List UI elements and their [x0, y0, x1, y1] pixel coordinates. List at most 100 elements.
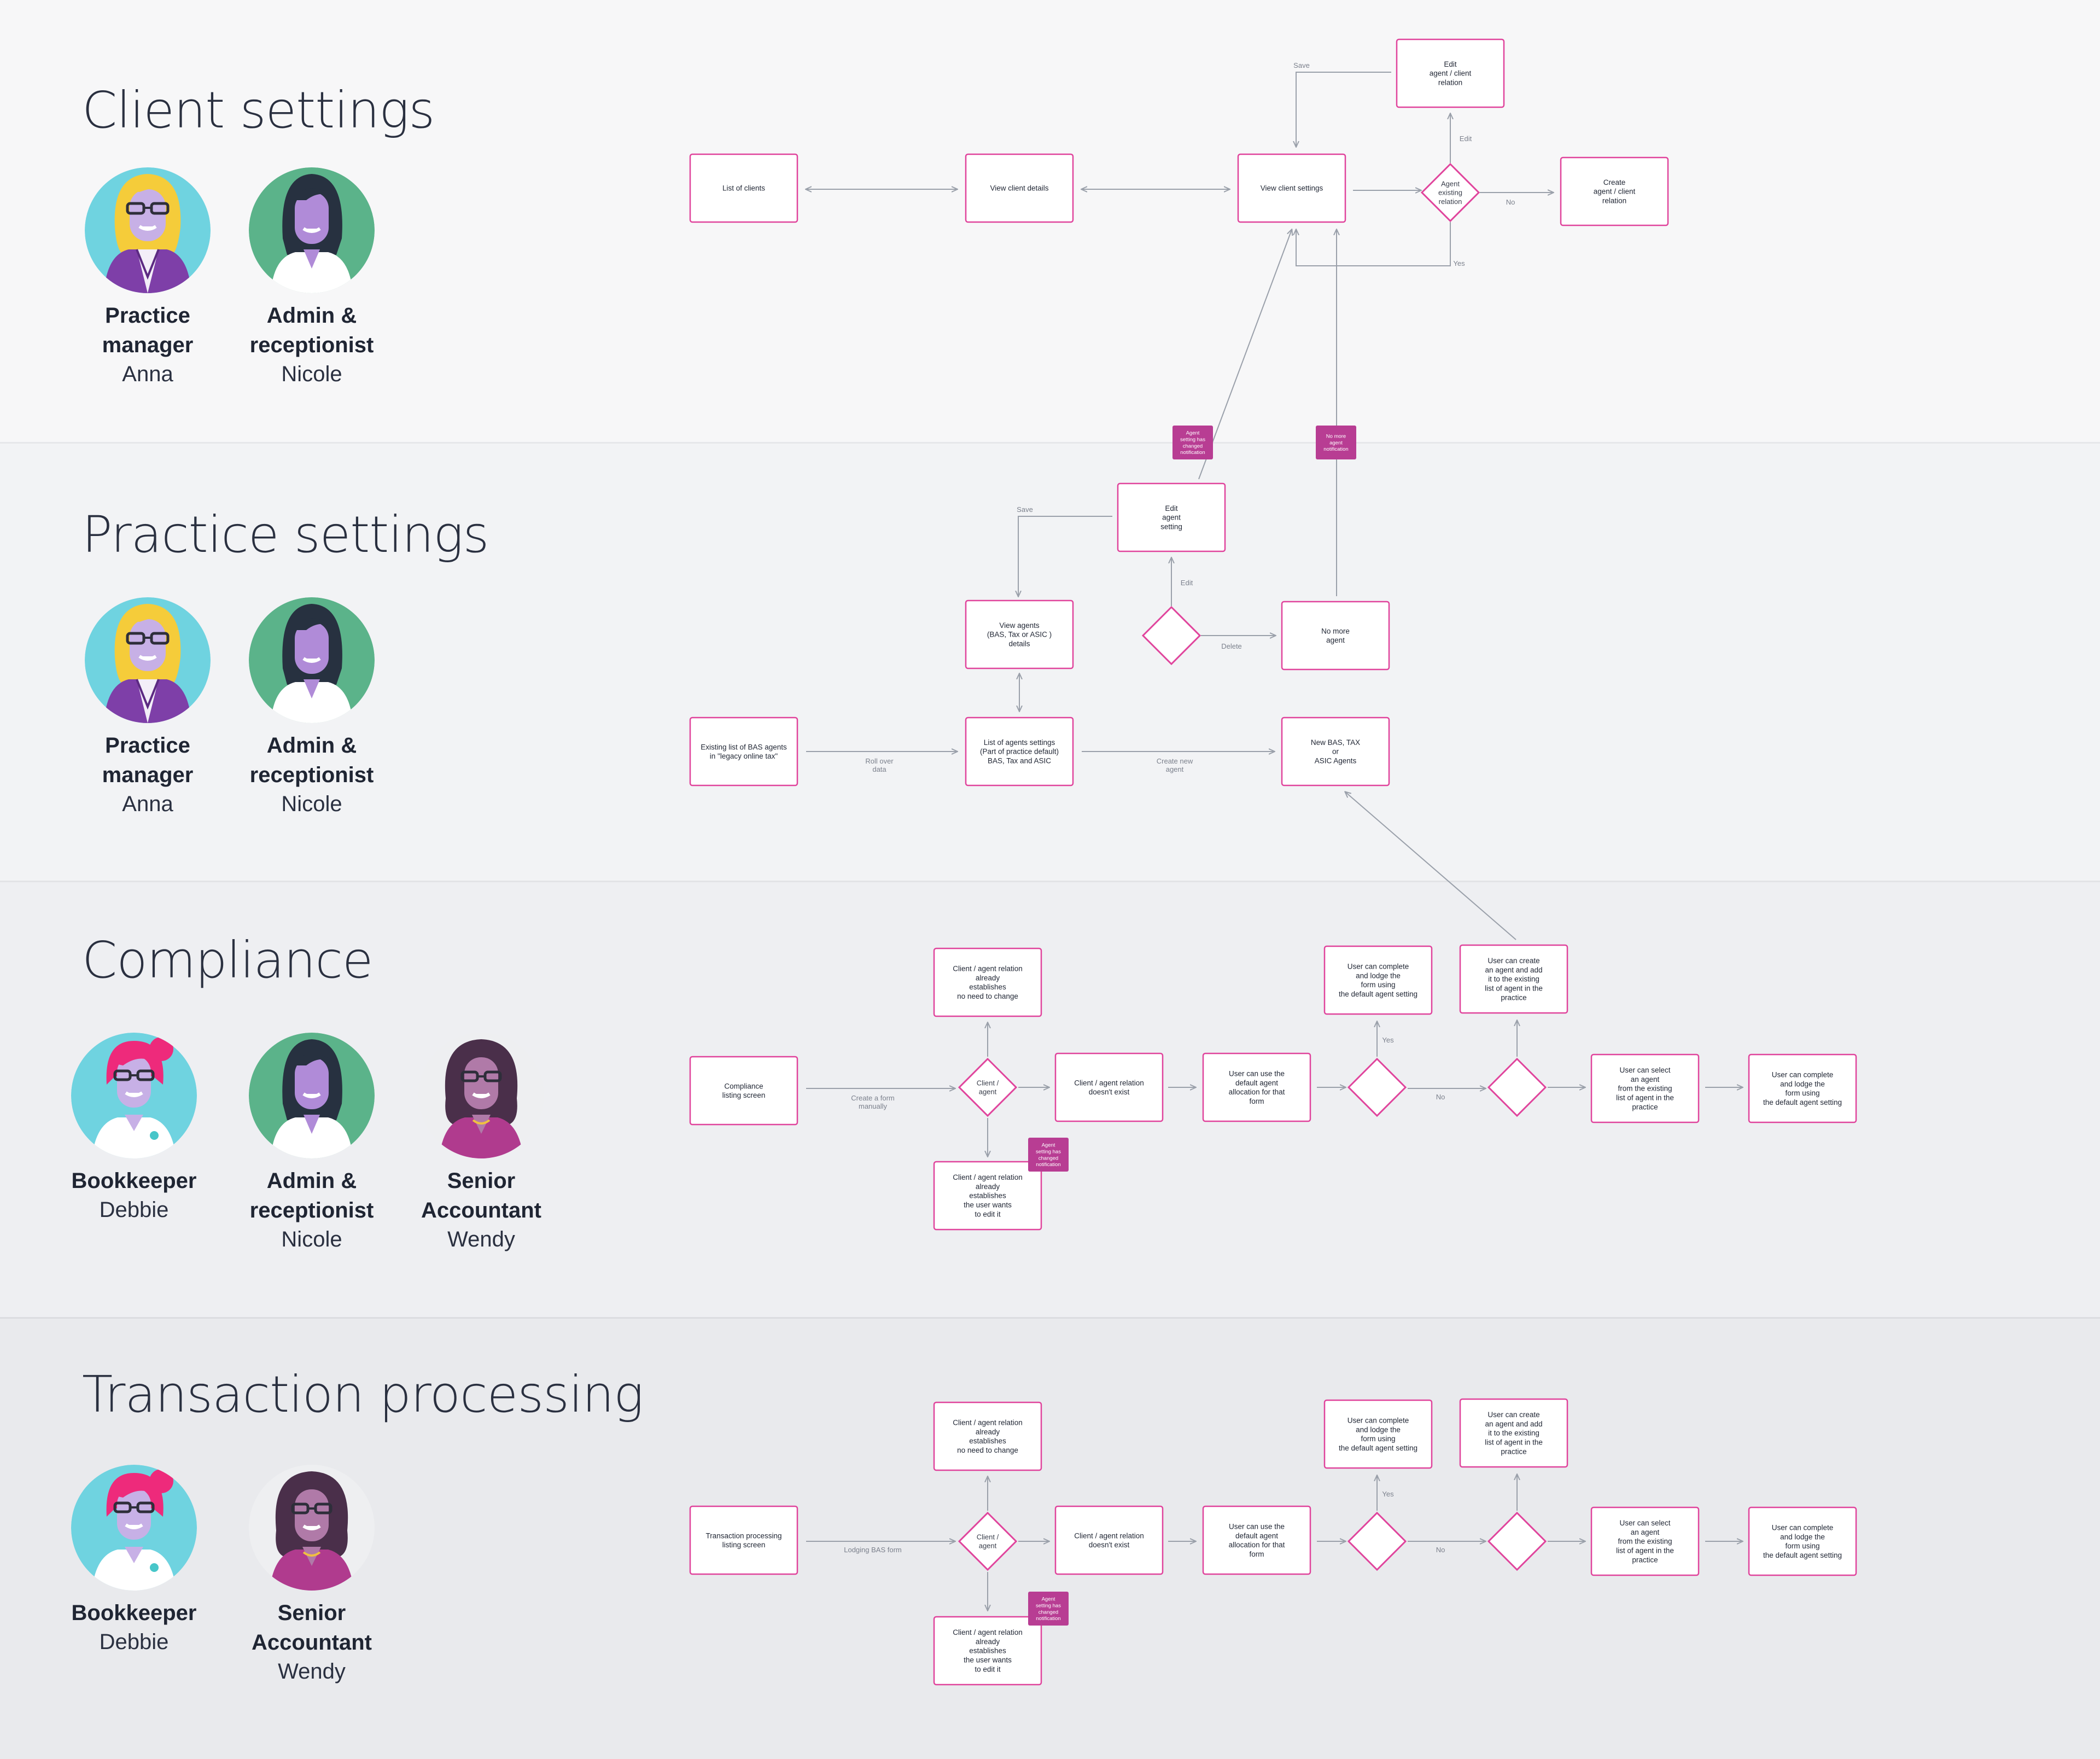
flow-node-label: No more: [1321, 627, 1350, 635]
flow-node-label: from the existing: [1618, 1085, 1672, 1093]
decision-node[interactable]: [1487, 1511, 1547, 1571]
arrow-label: Edit: [1181, 579, 1193, 587]
flow-node-label: already: [976, 974, 1000, 982]
decision-diamond: [1141, 605, 1201, 666]
notification-tag-label: notification: [1180, 450, 1205, 456]
flow-node-label: default agent: [1235, 1531, 1278, 1540]
arrow-label: Save: [1017, 505, 1033, 514]
notification-tag-label: notification: [1036, 1162, 1060, 1168]
arrow-label: No: [1436, 1546, 1445, 1554]
flow-node-label: the default agent setting: [1339, 1444, 1418, 1452]
decision-node[interactable]: Client /agent: [958, 1511, 1018, 1571]
flow-node-box: [1054, 1505, 1164, 1575]
flow-node-label: View client details: [990, 184, 1048, 193]
bookkeeper-avatar-icon: [71, 1033, 197, 1158]
flow-node-label: agent: [1326, 636, 1345, 644]
flow-node[interactable]: List of clients: [689, 153, 798, 223]
flow-node-label: BAS, Tax and ASIC: [988, 757, 1051, 765]
flow-node-label: User can complete: [1772, 1070, 1834, 1079]
flow-node[interactable]: View agents(BAS, Tax or ASIC )details: [965, 599, 1074, 669]
flow-node-label: practice: [1632, 1556, 1658, 1564]
flow-node-box: [1237, 153, 1346, 223]
persona-role: Senior Accountant: [252, 1601, 372, 1655]
flow-node-label: User can use the: [1229, 1522, 1285, 1530]
flow-node-label: View agents: [999, 621, 1040, 630]
decision-node[interactable]: Client /agent: [958, 1057, 1018, 1117]
flow-node-box: [965, 717, 1074, 787]
flow-node[interactable]: List of agents settings(Part of practice…: [965, 717, 1074, 787]
persona-name: Nicole: [281, 792, 342, 816]
arrow-label: Roll over: [865, 757, 894, 765]
persona-senior-accountant: Senior Accountant Wendy: [230, 1465, 394, 1686]
flow-node-label: relation: [1602, 197, 1626, 205]
flow-node-box: [965, 599, 1074, 669]
arrow-label: Create a form: [851, 1094, 894, 1102]
flow-node-box: [1560, 156, 1669, 226]
flow-node-label: User can select: [1619, 1519, 1670, 1527]
flow-node[interactable]: Client / agent relationalreadyestablishe…: [933, 1161, 1042, 1231]
flow-node[interactable]: View client settings: [1237, 153, 1346, 223]
decision-label: Client /: [977, 1079, 999, 1087]
admin-avatar-icon: [249, 597, 375, 723]
decision-label: Client /: [977, 1533, 999, 1541]
notification-tag-label: Agent: [1042, 1597, 1055, 1603]
avatar: [71, 1033, 197, 1158]
decision-node[interactable]: [1141, 605, 1201, 666]
flow-node-label: an agent: [1631, 1528, 1660, 1536]
flow-node-label: User can create: [1488, 1411, 1539, 1419]
flow-node-label: allocation for that: [1229, 1088, 1285, 1096]
flow-node-label: form using: [1785, 1089, 1819, 1097]
arrow-label: Lodging BAS form: [844, 1546, 902, 1554]
persona-name: Nicole: [281, 362, 342, 386]
arrow-label: Delete: [1221, 642, 1242, 650]
flow-node-label: (Part of practice default): [980, 748, 1059, 756]
arrow-label: Create new: [1157, 757, 1193, 765]
decision-node[interactable]: [1487, 1057, 1547, 1117]
decision-node[interactable]: [1347, 1511, 1407, 1571]
persona-role: Bookkeeper: [71, 1169, 197, 1193]
flow-node-label: User can complete: [1772, 1523, 1834, 1531]
notification-tag-label: No more: [1326, 433, 1346, 439]
decision-label: relation: [1439, 197, 1462, 206]
flow-node[interactable]: Client / agent relationalreadyestablishe…: [933, 947, 1042, 1017]
flow-arrow: [1198, 230, 1292, 480]
practice-manager-avatar-icon: [85, 597, 211, 723]
flow-node[interactable]: Client / agent relationalreadyestablishe…: [933, 1616, 1042, 1686]
flow-node-box: [933, 947, 1042, 1017]
flow-node-label: form using: [1361, 981, 1395, 989]
notification-tag-label: changed: [1039, 1155, 1058, 1161]
decision-node[interactable]: [1347, 1057, 1407, 1117]
flow-node-box: [1202, 1505, 1311, 1575]
flow-node-label: Edit: [1444, 60, 1457, 68]
flow-node-label: (BAS, Tax or ASIC ): [987, 631, 1052, 639]
flow-node[interactable]: Client / agent relationalreadyestablishe…: [933, 1401, 1042, 1471]
flow-node-label: practice: [1632, 1103, 1658, 1111]
flow-node-label: Compliance: [724, 1082, 763, 1090]
decision-label: Agent: [1441, 179, 1460, 188]
flow-node[interactable]: View client details: [965, 153, 1074, 223]
flow-node-label: and lodge the: [1356, 1425, 1401, 1434]
